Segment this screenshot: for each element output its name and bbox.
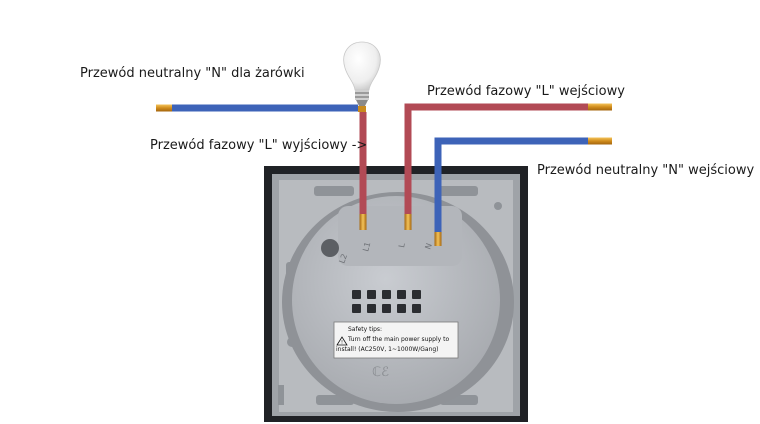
ce-mark: ℂℰ [372,365,389,380]
light-bulb-icon [343,41,381,112]
wire-neutral-lamp [156,104,358,112]
label-neutral-in: Przewód neutralny "N" wejściowy [537,163,755,178]
switch-module: Safety tips: ! Turn off the main power s… [282,192,514,412]
safety-tips-line2: install! (AC250V, 1~1000W/Gang) [336,346,439,353]
wire-neutral-in [434,137,612,246]
terminal-label-l1: L1 [361,241,372,253]
label-phase-in: Przewód fazowy "L" wejściowy [427,84,625,99]
warning-icon: ! [336,336,348,346]
safety-tips-title: Safety tips: [348,326,382,333]
safety-tips-line1: Turn off the main power supply to [347,336,449,343]
wire-phase-in [404,103,612,230]
label-phase-out: Przewód fazowy "L" wyjściowy -> [150,138,368,153]
svg-text:!: ! [341,340,343,346]
label-neutral-lamp: Przewód neutralny "N" dla żarówki [80,66,305,81]
vent-holes [352,290,421,313]
terminal-label-l: L [397,242,407,248]
wire-phase-out [359,112,367,230]
terminal-label-l2: L2 [337,253,349,265]
terminal-label-n: N [423,242,434,251]
